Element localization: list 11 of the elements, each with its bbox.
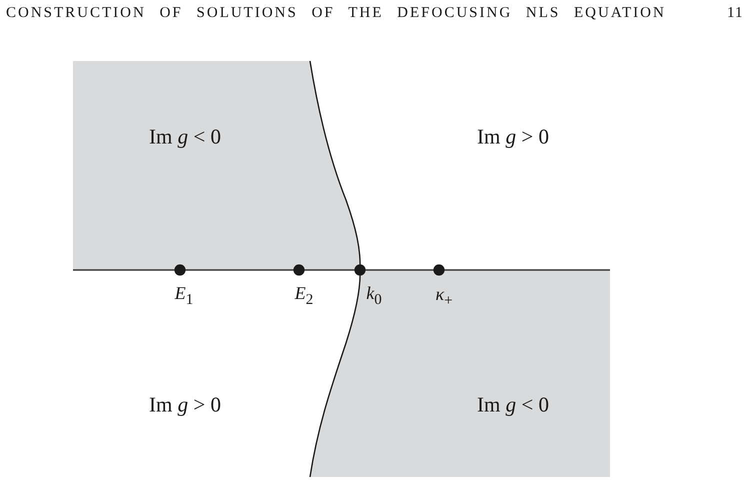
shaded-region (73, 61, 360, 270)
point-label: κ$_{+}$ (435, 285, 453, 309)
region-label: Im g > 0 (149, 394, 221, 416)
point-label: E$_{2}$ (294, 284, 314, 308)
running-header: CONSTRUCTION OF SOLUTIONS OF THE DEFOCUSING NLS EQUATION (6, 6, 666, 21)
point-label: E$_{1}$ (174, 284, 194, 308)
page-number: 11 (727, 6, 744, 21)
region-label: Im g > 0 (477, 126, 549, 148)
region-label: Im g < 0 (149, 126, 221, 148)
region-label: Im g < 0 (477, 394, 549, 416)
point-label: k$_{0}$ (366, 284, 382, 308)
